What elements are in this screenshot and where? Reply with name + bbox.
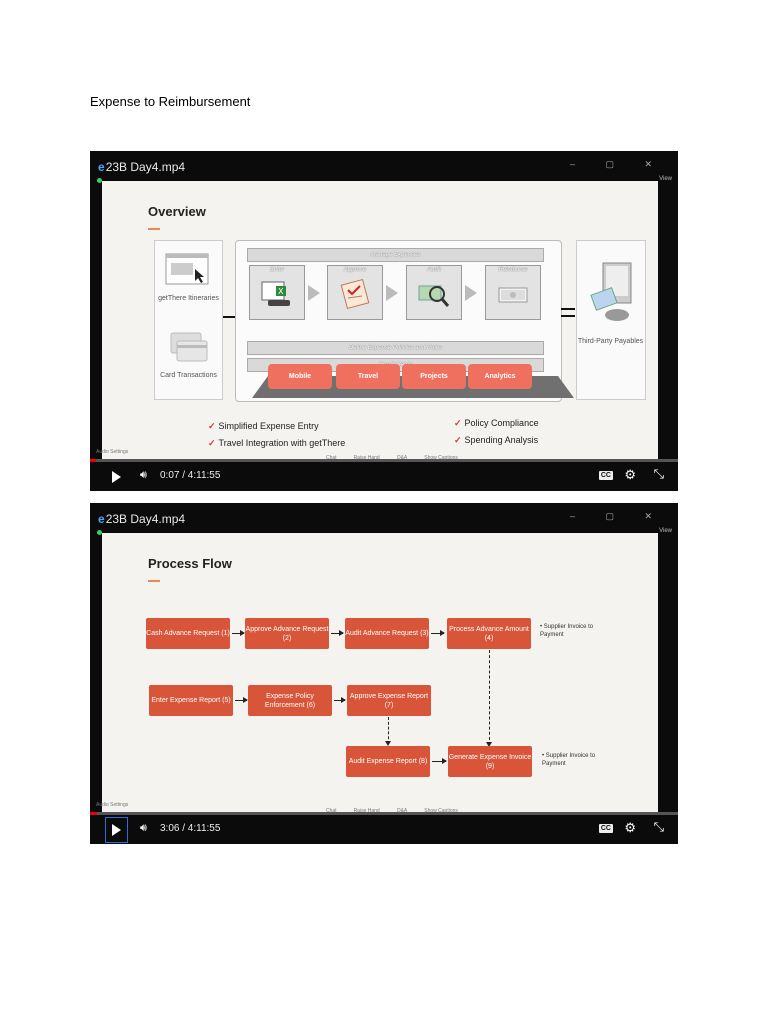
raise-hand-button[interactable]: Raise Hand bbox=[353, 808, 380, 814]
play-button[interactable] bbox=[105, 817, 128, 843]
video-title: e23B Day4.mp4 bbox=[98, 160, 186, 174]
flow-arrow bbox=[432, 758, 447, 764]
flow-step-2: Approve Advance Request (2) bbox=[245, 618, 329, 649]
time-display: 3:06 / 4:11:55 bbox=[160, 823, 221, 834]
step-arrow bbox=[308, 285, 320, 301]
svg-text:X: X bbox=[278, 287, 284, 296]
payables-box: Third-Party Payables bbox=[576, 240, 646, 400]
volume-icon[interactable]: 🔊︎ bbox=[140, 822, 147, 834]
step-arrow bbox=[465, 285, 477, 301]
arrow-back bbox=[561, 315, 575, 317]
flow-step-8: Audit Expense Report (8) bbox=[346, 746, 430, 777]
card-icon bbox=[170, 332, 208, 362]
pill-analytics: Analytics bbox=[468, 364, 532, 389]
time-display: 0:07 / 4:11:55 bbox=[160, 470, 221, 481]
target-payables: Third-Party Payables bbox=[577, 338, 644, 345]
benefit-item: ✓Policy Compliance bbox=[454, 418, 539, 428]
meeting-controls: Chat Raise Hand Q&A Show Captions bbox=[326, 808, 458, 814]
chat-button[interactable]: Chat bbox=[326, 455, 337, 461]
heading-accent bbox=[148, 228, 160, 230]
flow-arrow-down bbox=[385, 717, 391, 746]
arrow-in bbox=[223, 316, 235, 318]
step-arrow bbox=[386, 285, 398, 301]
meeting-controls: Chat Raise Hand Q&A Show Captions bbox=[326, 455, 458, 461]
captions-button[interactable]: Show Captions bbox=[424, 808, 458, 814]
step-approve: Approve bbox=[327, 265, 383, 320]
progress-bar[interactable] bbox=[90, 459, 678, 462]
flow-step-4: Process Advance Amount (4) bbox=[447, 618, 531, 649]
heading-accent bbox=[148, 580, 160, 582]
gear-icon[interactable]: ⚙ bbox=[624, 467, 636, 482]
cc-button[interactable]: CC bbox=[598, 471, 613, 480]
source-cards: Card Transactions bbox=[160, 372, 217, 379]
document-title: Expense to Reimbursement bbox=[90, 94, 251, 109]
exit-fullscreen-icon[interactable]: ⤡ bbox=[653, 819, 664, 834]
flow-step-1: Cash Advance Request (1) bbox=[146, 618, 230, 649]
step-enter: Enter X bbox=[249, 265, 305, 320]
benefit-item: ✓Travel Integration with getThere bbox=[208, 438, 346, 448]
exit-fullscreen-icon[interactable]: ⤡ bbox=[653, 466, 664, 481]
qa-button[interactable]: Q&A bbox=[396, 455, 408, 461]
benefit-item: ✓Spending Analysis bbox=[454, 435, 539, 445]
flow-step-6: Expense Policy Enforcement (6) bbox=[248, 685, 332, 716]
status-dot-icon bbox=[97, 178, 102, 183]
player-controls: Audio Settings 🔊︎ 3:06 / 4:11:55 Chat Ra… bbox=[90, 802, 678, 844]
app-badge-icon: e bbox=[98, 512, 105, 526]
chat-button[interactable]: Chat bbox=[326, 808, 337, 814]
step-reimburse: Reimburse bbox=[485, 265, 541, 320]
flow-step-5: Enter Expense Report (5) bbox=[149, 685, 233, 716]
manage-expenses-bar: Manage Expenses bbox=[247, 248, 544, 262]
flow-arrow bbox=[331, 630, 344, 636]
source-getthere: getThere Itineraries bbox=[158, 295, 219, 302]
qa-button[interactable]: Q&A bbox=[396, 808, 408, 814]
enter-icon: X bbox=[261, 281, 290, 306]
player-controls: Audio Settings 🔊︎ 0:07 / 4:11:55 Chat Ra… bbox=[90, 449, 678, 491]
flow-step-3: Audit Advance Request (3) bbox=[345, 618, 429, 649]
flow-step-9: Generate Expense Invoice (9) bbox=[448, 746, 532, 777]
window-controls[interactable]: – ▢ ✕ bbox=[569, 159, 666, 169]
window-controls[interactable]: – ▢ ✕ bbox=[569, 511, 666, 521]
slide-process-flow: Process Flow Cash Advance Request (1) Ap… bbox=[102, 533, 658, 813]
flow-arrow bbox=[235, 697, 248, 703]
benefit-item: ✓Simplified Expense Entry bbox=[208, 421, 319, 431]
audit-icon bbox=[418, 285, 450, 307]
policies-bar: Define Expense Policies and Rules bbox=[247, 341, 544, 355]
sources-box: getThere Itineraries Card Transactions bbox=[154, 240, 223, 400]
raise-hand-button[interactable]: Raise Hand bbox=[353, 455, 380, 461]
flow-note: • Supplier Invoice to Payment bbox=[542, 753, 596, 767]
reimburse-icon bbox=[498, 287, 528, 303]
volume-icon[interactable]: 🔊︎ bbox=[140, 469, 147, 481]
arrow-out bbox=[561, 308, 575, 310]
slide-heading: Process Flow bbox=[148, 556, 232, 571]
video-player-process-flow[interactable]: e23B Day4.mp4 – ▢ ✕ View Process Flow Ca… bbox=[90, 503, 678, 844]
slide-heading: Overview bbox=[148, 204, 206, 219]
flow-arrow bbox=[232, 630, 245, 636]
slide-overview: Overview getThere Itineraries Card Trans… bbox=[102, 181, 658, 461]
payables-icon bbox=[590, 262, 632, 321]
app-badge-icon: e bbox=[98, 160, 105, 174]
view-toggle[interactable]: View bbox=[659, 528, 672, 534]
pill-mobile: Mobile bbox=[268, 364, 332, 389]
video-title: e23B Day4.mp4 bbox=[98, 512, 186, 526]
itinerary-icon bbox=[165, 253, 209, 285]
step-audit: Audit bbox=[406, 265, 462, 320]
flow-note: • Supplier Invoice to Payment bbox=[540, 624, 594, 638]
flow-step-7: Approve Expense Report (7) bbox=[347, 685, 431, 716]
cc-button[interactable]: CC bbox=[598, 824, 613, 833]
flow-arrow bbox=[334, 697, 346, 703]
status-dot-icon bbox=[97, 530, 102, 535]
pill-projects: Projects bbox=[402, 364, 466, 389]
gear-icon[interactable]: ⚙ bbox=[624, 820, 636, 835]
audio-settings[interactable]: Audio Settings bbox=[96, 802, 129, 808]
play-button[interactable] bbox=[112, 471, 121, 483]
approve-icon bbox=[340, 278, 370, 310]
view-toggle[interactable]: View bbox=[659, 176, 672, 182]
flow-arrow bbox=[431, 630, 445, 636]
video-player-overview[interactable]: e23B Day4.mp4 – ▢ ✕ View Overview getThe… bbox=[90, 151, 678, 491]
progress-bar[interactable] bbox=[90, 812, 678, 815]
flow-arrow-down bbox=[486, 650, 492, 747]
captions-button[interactable]: Show Captions bbox=[424, 455, 458, 461]
audio-settings[interactable]: Audio Settings bbox=[96, 449, 129, 455]
pill-travel: Travel bbox=[336, 364, 400, 389]
